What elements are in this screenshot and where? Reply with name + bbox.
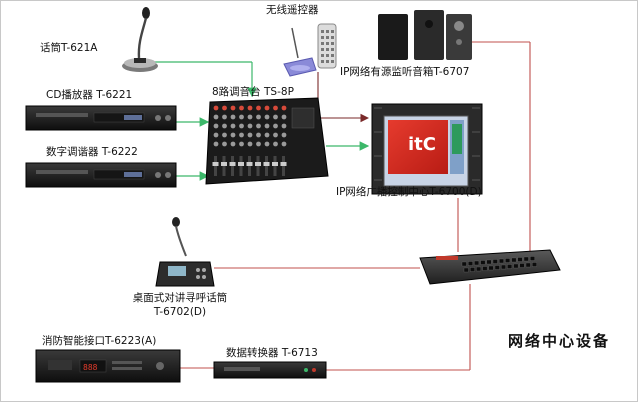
label-desk-mic-line1: 桌面式对讲寻呼话筒 [132,292,228,304]
control-center-logo: itC [408,134,436,155]
network-links [180,41,531,371]
desk-mic-icon [155,217,215,287]
cd-player-unit [25,105,177,131]
audio-links [150,61,370,181]
label-control-center: IP网络广播控制中心T-6700(D) [336,186,482,198]
section-title: 网络中心设备 [508,332,611,350]
wireless-remote-icon [283,23,337,77]
label-fire-interface: 消防智能接口T-6223(A) [42,335,157,347]
label-speaker: IP网络有源监听音箱T-6707 [340,66,470,78]
label-desk-mic-line2: T-6702(D) [153,306,207,318]
label-mic: 话筒T-621A [40,42,98,54]
monitor-speaker-icon [378,10,472,60]
label-data-converter: 数据转换器 T-6713 [226,347,318,359]
gooseneck-mic-icon [122,7,158,72]
fire-interface-unit [35,349,181,383]
network-switch-unit [419,249,561,285]
fire-interface-display: 888 [83,363,98,372]
tuner-unit [25,162,177,188]
label-mixer: 8路调音台 TS-8P [212,86,294,98]
label-cd-player: CD播放器 T-6221 [46,89,133,101]
data-converter-unit [213,361,327,379]
control-center-unit [371,103,483,195]
label-remote: 无线遥控器 [266,4,319,16]
mixer-unit [205,97,329,185]
label-tuner: 数字调谐器 T-6222 [46,146,138,158]
